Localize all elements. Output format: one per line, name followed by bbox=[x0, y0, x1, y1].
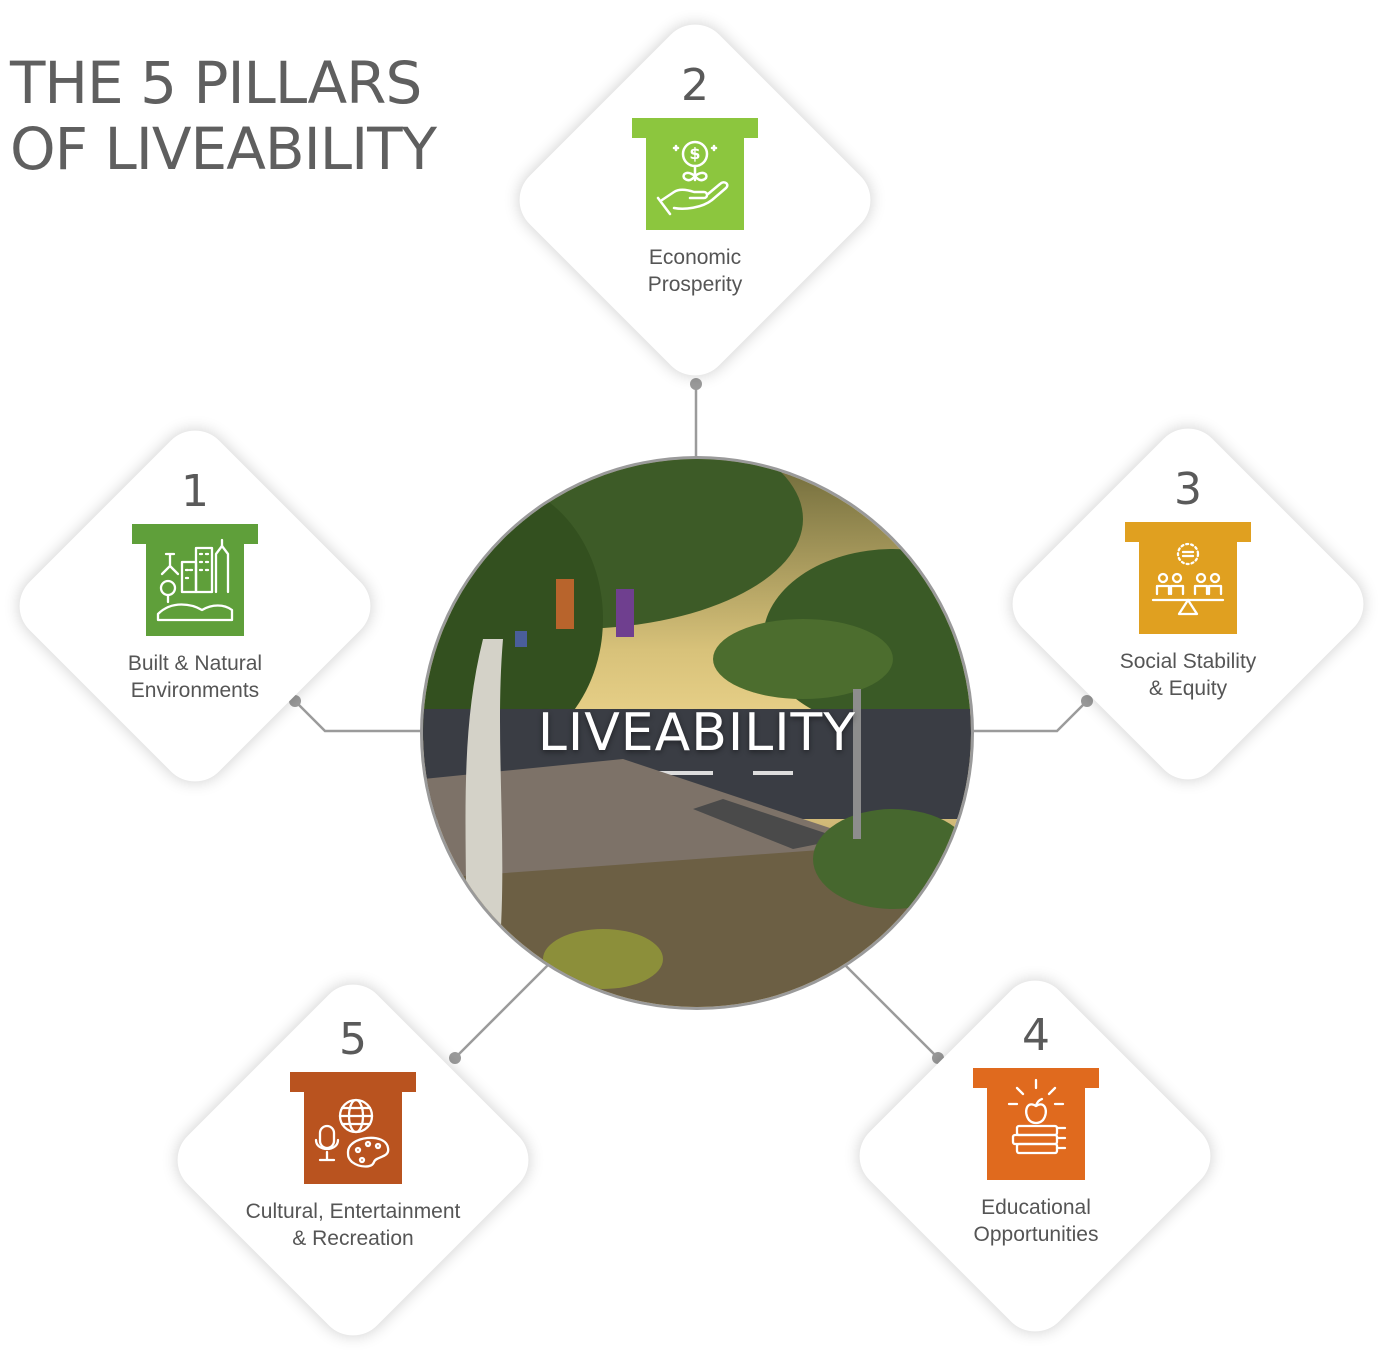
balance-equity-icon bbox=[1125, 522, 1251, 634]
connector-dot-5 bbox=[449, 1052, 461, 1064]
connector-dot-2 bbox=[690, 378, 702, 390]
svg-text:$: $ bbox=[689, 144, 700, 163]
pillar-number: 2 bbox=[681, 60, 709, 111]
city-nature-icon bbox=[132, 524, 258, 636]
pillar-label: Social Stability & Equity bbox=[1119, 650, 1257, 700]
connector-1 bbox=[294, 700, 423, 733]
pillar-number: 1 bbox=[181, 466, 209, 517]
pillar-number: 4 bbox=[1022, 1010, 1050, 1061]
money-growth-icon: $ bbox=[632, 118, 758, 230]
center-label: LIVEABILITY bbox=[537, 703, 857, 763]
pillar-label: Built & Natural Environments bbox=[127, 652, 263, 702]
pillar-5: 5 Cultural, Entertainment & Recreation bbox=[203, 1014, 503, 1252]
pillar-2: 2 $ Economic Prosperity bbox=[545, 60, 845, 298]
pillar-4: 4 Educational Opportunities bbox=[886, 1010, 1186, 1248]
pillar-label: Educational Opportunities bbox=[973, 1196, 1099, 1246]
title-line-1: THE 5 PILLARS bbox=[10, 49, 422, 117]
pillar-number: 5 bbox=[339, 1014, 367, 1065]
center-photo-circle: LIVEABILITY bbox=[423, 459, 971, 1007]
pillar-1: 1 Built & Natural Environments bbox=[45, 466, 345, 704]
connector-5 bbox=[454, 964, 549, 1059]
page-title: THE 5 PILLARS OF LIVEABILITY bbox=[10, 49, 437, 183]
connector-4 bbox=[844, 964, 939, 1059]
connector-dot-3 bbox=[1081, 695, 1093, 707]
pillar-label: Cultural, Entertainment & Recreation bbox=[245, 1200, 461, 1250]
pillar-label: Economic Prosperity bbox=[647, 246, 743, 296]
title-line-2: OF LIVEABILITY bbox=[10, 115, 437, 183]
culture-globe-palette-icon bbox=[290, 1072, 416, 1184]
books-apple-icon bbox=[973, 1068, 1099, 1180]
pillar-3: 3 Social Stability & Equity bbox=[1038, 464, 1338, 702]
pillar-number: 3 bbox=[1174, 464, 1202, 515]
connector-3 bbox=[969, 700, 1088, 733]
